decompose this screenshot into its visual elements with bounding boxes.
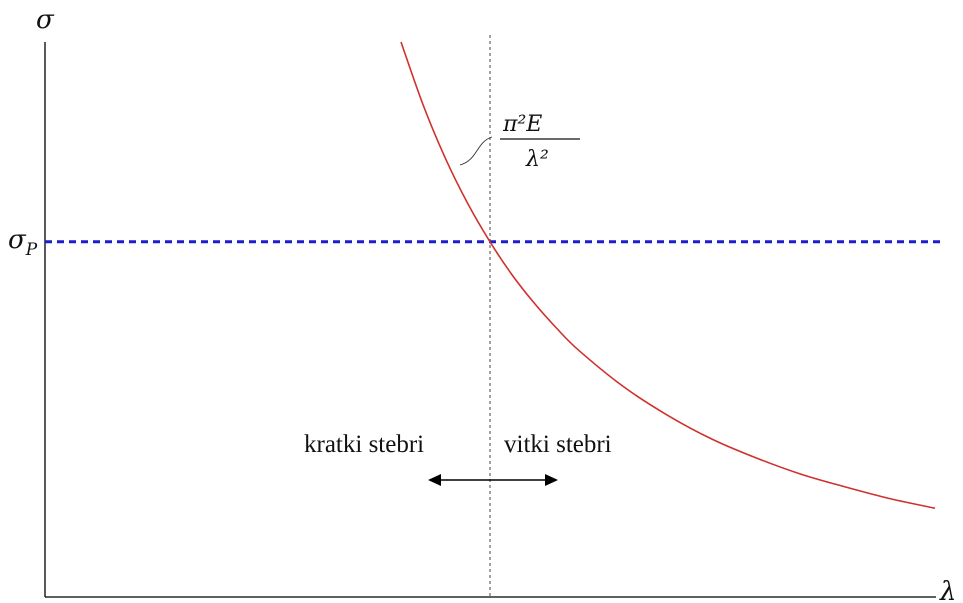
short-columns-label: kratki stebri [304,431,424,458]
arrow-head-left [428,474,441,486]
formula-leader-line [459,136,493,166]
sigma-p-label-main: σ [8,225,27,255]
formula-label: π²E λ² [459,112,580,172]
axes: σ λ [36,5,956,603]
sigma-p-label: σP [8,225,38,260]
formula-denominator: λ² [525,147,549,172]
y-axis-label: σ [36,5,55,35]
euler-curve [400,41,936,509]
x-axis-label: λ [939,577,956,603]
formula-numerator: π²E [502,112,542,137]
arrow-head-right [545,474,558,486]
slender-columns-label: vitki stebri [504,431,612,458]
sigma-p-label-subscript: P [25,240,38,260]
region-annotations: kratki stebri vitki stebri [304,431,612,486]
